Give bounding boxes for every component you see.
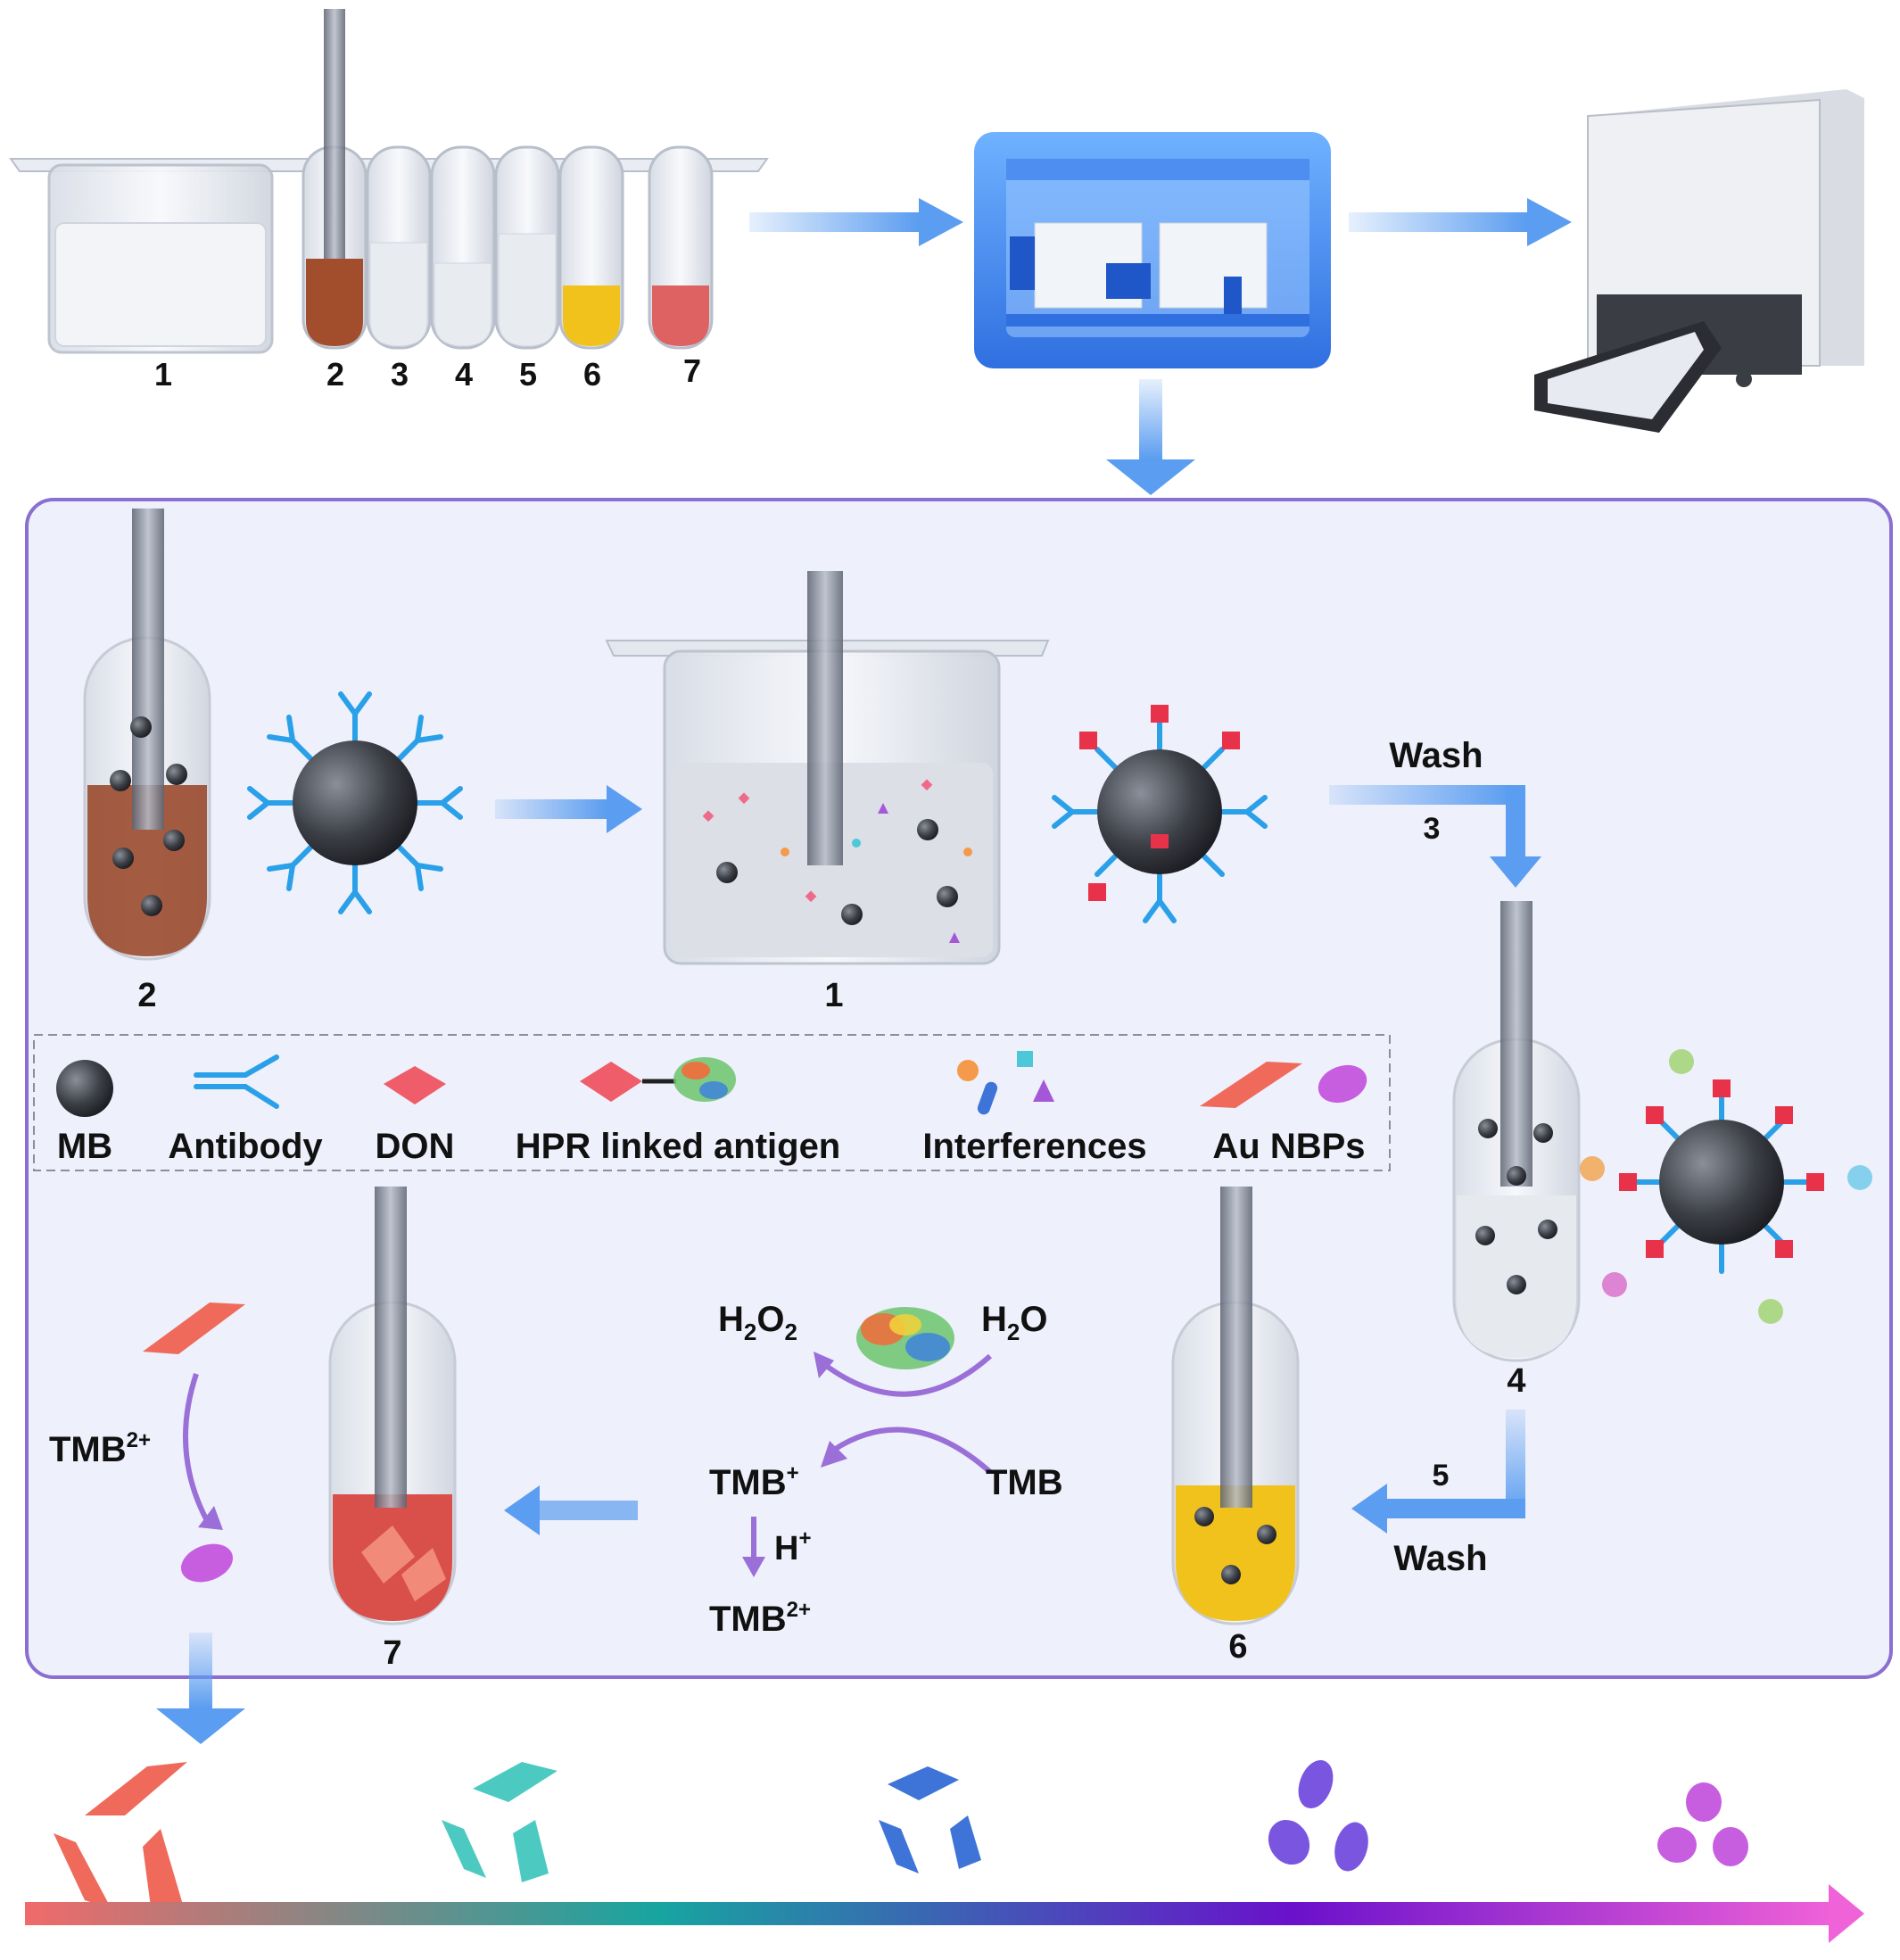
tube-5 (494, 145, 560, 350)
wash-step-3-number: 3 (1424, 812, 1441, 846)
legend-interferences-icon (957, 1051, 1054, 1115)
nbp-cluster-magenta (1657, 1782, 1748, 1866)
wash-step-5-number: 5 (1433, 1459, 1450, 1493)
au-nbp-purple (180, 1543, 234, 1583)
legend-antibody-icon (194, 1054, 279, 1109)
arrow-strip-to-instrument (749, 198, 963, 246)
arrow-down-to-colors (156, 1633, 245, 1744)
hrp-antigen-molecules (1580, 1049, 1872, 1324)
strip-number-7: 7 (683, 352, 701, 389)
nbp-color-series (54, 1759, 1748, 1914)
legend-mb-label: MB (57, 1127, 112, 1166)
legend: MB Antibody DON HPR linked antigen (33, 1034, 1391, 1171)
strip-number-6: 6 (583, 356, 601, 393)
magnetic-bead-hrp (1659, 1120, 1784, 1245)
panel-container-1 (605, 571, 1050, 965)
magnetic-processor (974, 132, 1331, 368)
tmb2-left-label: TMB2+ (49, 1428, 151, 1469)
plate-reader (1534, 89, 1864, 433)
legend-hrp-antigen-icon (580, 1057, 736, 1102)
legend-don-label: DON (376, 1127, 455, 1166)
legend-interferences-label: Interferences (922, 1127, 1146, 1166)
nbp-cluster-teal (442, 1762, 558, 1882)
tmb-label: TMB (986, 1463, 1063, 1502)
hrp-enzyme-icon (856, 1307, 954, 1369)
panel-tube-7 (328, 1187, 457, 1625)
magnetic-bead (293, 740, 417, 865)
panel-tube-2 (83, 509, 211, 961)
strip-number-4: 4 (455, 356, 473, 393)
arrow-mb-to-container (495, 785, 642, 833)
au-nbp-etching: TMB2+ (49, 1303, 245, 1583)
reagent-strip: 1 2 3 4 5 6 7 (9, 9, 769, 393)
color-gradient-arrow (25, 1884, 1864, 1943)
legend-au-nbps-label: Au NBPs (1212, 1127, 1365, 1166)
strip-number-1: 1 (154, 356, 172, 393)
strip-number-5: 5 (519, 356, 537, 393)
panel-container-1-label: 1 (824, 977, 843, 1014)
don-molecules (1079, 705, 1240, 901)
legend-don-icon (384, 1066, 446, 1104)
panel-tube-4-label: 4 (1507, 1362, 1525, 1400)
legend-hrp-antigen-label: HPR linked antigen (516, 1127, 841, 1166)
tube-4 (430, 145, 496, 350)
strip-number-2: 2 (326, 356, 344, 393)
tmb2-bottom-label: TMB2+ (709, 1598, 811, 1639)
h-plus-label: H+ (774, 1526, 811, 1567)
panel-tube-6 (1171, 1187, 1300, 1625)
h2o-label: H2O (981, 1300, 1047, 1345)
strip-number-3: 3 (391, 356, 409, 393)
legend-antibody-label: Antibody (168, 1127, 323, 1166)
legend-mb-icon (56, 1060, 113, 1117)
tube-3 (366, 145, 432, 350)
nbp-cluster-blue (879, 1766, 981, 1873)
panel-tube-7-label: 7 (383, 1634, 401, 1672)
arrow-down-to-panel (1106, 379, 1195, 495)
magnetic-bead-don (1097, 749, 1222, 874)
panel-tube-6-label: 6 (1228, 1628, 1247, 1666)
process-panel: 2 (25, 498, 1893, 1679)
nbp-cluster-coral (54, 1762, 187, 1914)
wash-step-5-arrow (1351, 1410, 1525, 1534)
nbp-cluster-violet (1268, 1759, 1368, 1872)
well-1 (47, 163, 274, 354)
tmb-plus-label: TMB+ (709, 1461, 799, 1502)
arrow-instrument-to-reader (1349, 198, 1572, 246)
tube-7 (648, 145, 714, 350)
panel-tube-2-label: 2 (137, 977, 156, 1014)
h2o2-label: H2O2 (718, 1300, 797, 1345)
wash-step-3-arrow (1329, 785, 1541, 888)
arrow-reaction-to-tube-7 (504, 1485, 638, 1535)
wash-step-3-label: Wash (1389, 736, 1483, 775)
wash-step-5-label: Wash (1393, 1539, 1487, 1578)
panel-tube-4 (1452, 901, 1581, 1362)
legend-au-nbps-icon (1200, 1062, 1367, 1108)
tube-6 (558, 145, 624, 350)
reaction-scheme: H2O2 H2O TMB+ TMB H+ (709, 1300, 1063, 1639)
au-nbp-coral (143, 1303, 245, 1354)
tube-2 (302, 9, 368, 350)
